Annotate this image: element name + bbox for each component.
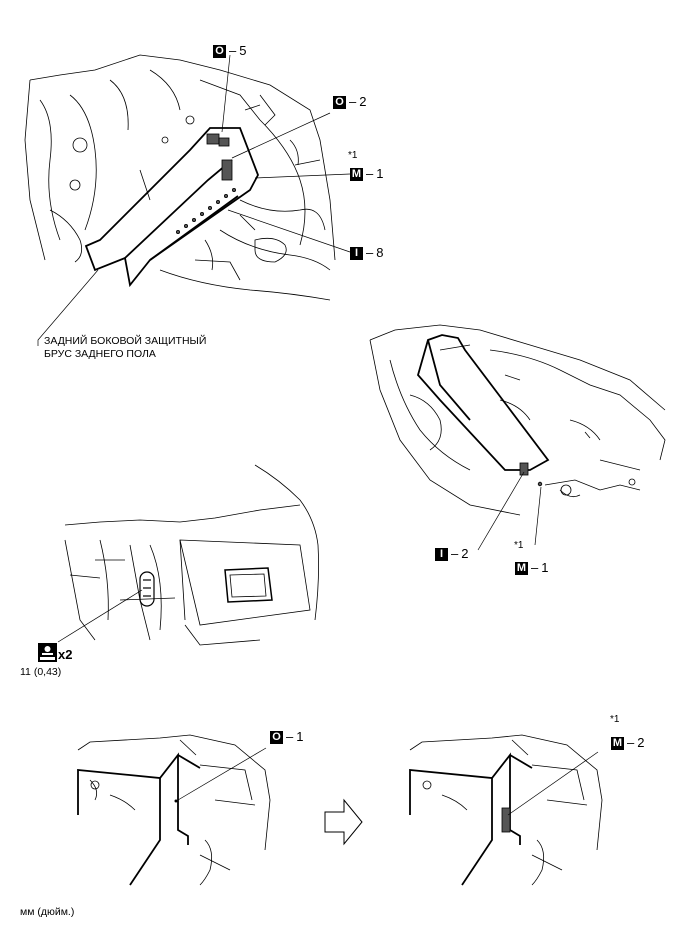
callout-number: 8 xyxy=(376,245,384,260)
callout-i2: I – 2 xyxy=(435,547,468,561)
top-illustration xyxy=(24,54,336,301)
part-name-label: ЗАДНИЙ БОКОВОЙ ЗАЩИТНЫЙ БРУС ЗАДНЕГО ПОЛ… xyxy=(44,335,206,361)
callout-sep: – xyxy=(451,546,459,561)
middle-right-illustration xyxy=(369,324,666,516)
procedure-i-icon: I xyxy=(350,246,363,260)
apply-point-marker xyxy=(174,799,178,803)
note-marker: *1 xyxy=(348,150,358,161)
torque-value: 11 (0,43) xyxy=(20,666,62,678)
callout-i8: I – 8 xyxy=(350,246,383,260)
procedure-o-icon: O xyxy=(213,44,226,58)
sealer-marks-top xyxy=(175,133,236,234)
procedure-o-icon: O xyxy=(270,730,283,744)
callout-sep: – xyxy=(229,43,237,58)
callout-o1: O – 1 xyxy=(270,730,303,744)
bottom-right-rail xyxy=(409,752,533,886)
callout-m1-top: M – 1 xyxy=(350,167,383,181)
part-name-line2: БРУС ЗАДНЕГО ПОЛА xyxy=(44,348,156,360)
torque-wrench-icon xyxy=(38,643,57,662)
leader-lines-top xyxy=(37,54,351,346)
callout-sep: – xyxy=(366,166,374,181)
note-marker: *1 xyxy=(610,714,620,725)
callout-o2: O – 2 xyxy=(333,95,366,109)
middle-left-illustration xyxy=(64,464,319,646)
part-name-line1: ЗАДНИЙ БОКОВОЙ ЗАЩИТНЫЙ xyxy=(44,335,207,347)
procedure-o-icon: O xyxy=(333,95,346,109)
procedure-m-icon: M xyxy=(611,736,624,750)
rear-floor-side-rail xyxy=(84,127,259,288)
callout-sep: – xyxy=(366,245,374,260)
callout-number: 1 xyxy=(541,560,549,575)
torque-count: x2 xyxy=(58,647,73,662)
leader-lines-bolt xyxy=(57,589,143,643)
callout-number: 1 xyxy=(296,729,304,744)
callout-number: 2 xyxy=(359,94,367,109)
callout-sep: – xyxy=(286,729,294,744)
callout-m1-mid: M – 1 xyxy=(515,561,548,575)
callout-number: 2 xyxy=(637,735,645,750)
callout-sep: – xyxy=(349,94,357,109)
callout-m2: M – 2 xyxy=(611,736,644,750)
leader-lines-bottom-right xyxy=(507,751,599,816)
callout-number: 1 xyxy=(376,166,384,181)
next-step-arrow xyxy=(324,798,363,846)
sealer-marks-middle xyxy=(519,462,543,487)
sealer-marks-bottom-right xyxy=(501,807,511,833)
units-note: мм (дюйм.) xyxy=(20,906,75,918)
bottom-right-illustration xyxy=(409,734,603,886)
bolt-bracket xyxy=(139,571,155,607)
middle-right-rail xyxy=(416,334,550,471)
callout-sep: – xyxy=(531,560,539,575)
procedure-m-icon: M xyxy=(515,561,528,575)
procedure-i-icon: I xyxy=(435,547,448,561)
bottom-left-rail xyxy=(77,752,201,886)
leader-lines-middle xyxy=(477,471,542,551)
callout-number: 5 xyxy=(239,43,247,58)
procedure-m-icon: M xyxy=(350,167,363,181)
note-marker: *1 xyxy=(514,540,524,551)
callout-number: 2 xyxy=(461,546,469,561)
callout-sep: – xyxy=(627,735,635,750)
leader-lines-bottom-left xyxy=(177,747,267,801)
bottom-left-illustration xyxy=(77,734,271,886)
callout-o5: O – 5 xyxy=(213,44,246,58)
